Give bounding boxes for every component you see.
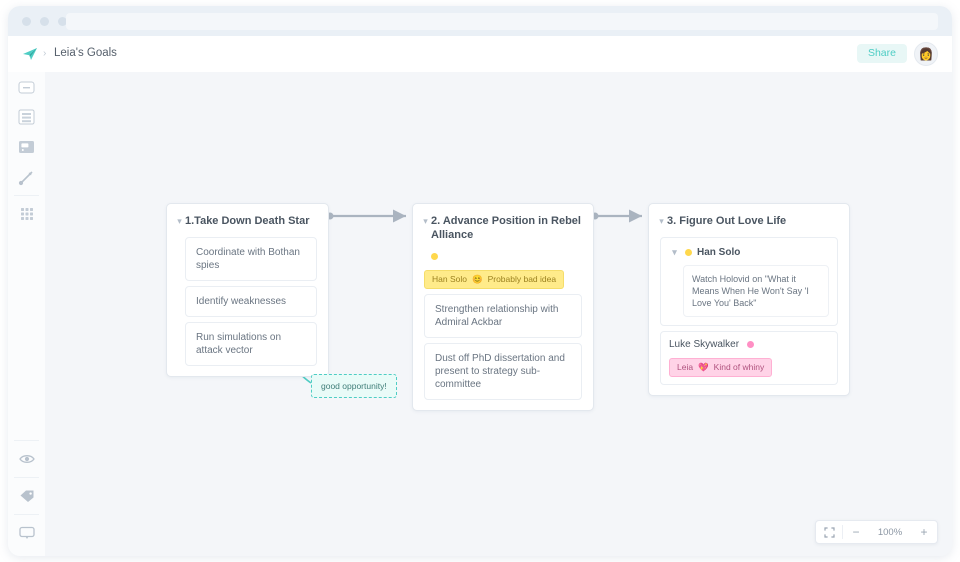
toolbar-divider <box>14 195 39 196</box>
card-header: ▾ 1.Take Down Death Star <box>167 204 328 232</box>
label-tool-icon[interactable] <box>8 72 45 102</box>
connector-tool-icon[interactable] <box>8 162 45 192</box>
card-title: 1.Take Down Death Star <box>185 215 310 227</box>
status-dot <box>685 248 692 256</box>
eye-icon[interactable] <box>8 444 45 474</box>
traffic-lights <box>22 17 67 26</box>
card-body: Han Solo 😊 Probably bad idea Strengthen … <box>413 269 593 410</box>
list-item[interactable]: Coordinate with Bothan spies <box>185 237 317 281</box>
app-window: › Leia's Goals Share 👩 <box>8 6 952 556</box>
zoom-controls: − 100% + <box>815 520 938 544</box>
card-body: Coordinate with Bothan spies Identify we… <box>167 237 328 376</box>
avatar[interactable]: 👩 <box>914 42 938 66</box>
annotation-note[interactable]: good opportunity! <box>311 374 397 398</box>
board-canvas[interactable]: ▾ 1.Take Down Death Star Coordinate with… <box>45 72 952 556</box>
comment-text: Probably bad idea <box>487 274 557 284</box>
person-name: Han Solo <box>697 246 741 258</box>
grid-tool-icon[interactable] <box>8 199 45 229</box>
group-header: ▾ Han Solo <box>669 245 829 259</box>
fit-to-screen-icon[interactable] <box>816 521 842 543</box>
person-group[interactable]: ▾ Han Solo Watch Holovid on "What it Mea… <box>660 237 838 326</box>
board-card[interactable]: ▾ 1.Take Down Death Star Coordinate with… <box>166 203 329 377</box>
zoom-in-button[interactable]: + <box>920 525 928 539</box>
minimize-window-button[interactable] <box>40 17 49 26</box>
person-name: Luke Skywalker <box>669 339 740 350</box>
board-card[interactable]: ▾ 3. Figure Out Love Life ▾ Han Solo Wat… <box>648 203 850 396</box>
chevron-down-icon[interactable]: ▾ <box>659 216 664 226</box>
card-body: ▾ Han Solo Watch Holovid on "What it Mea… <box>649 237 849 395</box>
list-item[interactable]: Watch Holovid on "What it Means When He … <box>683 265 829 317</box>
list-item[interactable]: Strengthen relationship with Admiral Ack… <box>424 293 582 338</box>
chevron-down-icon[interactable]: ▾ <box>177 216 182 226</box>
toolbar-divider-bottom-2 <box>14 477 39 478</box>
person-row: Luke Skywalker <box>669 339 829 350</box>
card-title: 2. Advance Position in Rebel Alliance <box>431 215 581 241</box>
emoji-icon: 😊 <box>471 273 483 284</box>
address-bar[interactable] <box>66 13 938 30</box>
comment-badge[interactable]: Leia 💖 Kind of whiny <box>669 357 773 377</box>
status-dot <box>431 253 438 260</box>
window-titlebar <box>8 6 952 36</box>
comment-author: Han Solo <box>432 274 467 284</box>
zoom-divider <box>842 525 843 539</box>
card-title: 3. Figure Out Love Life <box>667 215 787 227</box>
left-toolbar <box>8 72 46 556</box>
close-window-button[interactable] <box>22 17 31 26</box>
maximize-window-button[interactable] <box>58 17 67 26</box>
outline-tool-icon[interactable] <box>8 102 45 132</box>
zoom-level[interactable]: 100% <box>877 526 903 538</box>
toolbar-bottom-group <box>8 437 45 548</box>
toolbar-divider-bottom <box>14 440 39 441</box>
tag-icon[interactable] <box>8 481 45 511</box>
status-dot <box>747 341 755 348</box>
zoom-out-button[interactable]: − <box>852 525 860 539</box>
breadcrumb-separator: › <box>43 48 47 59</box>
page-title[interactable]: Leia's Goals <box>54 47 117 59</box>
comment-badge[interactable]: Han Solo 😊 Probably bad idea <box>424 269 565 289</box>
card-header: ▾ 2. Advance Position in Rebel Alliance <box>413 204 593 269</box>
comment-author: Leia <box>677 362 694 372</box>
toolbar-divider-bottom-3 <box>14 514 39 515</box>
list-item[interactable]: Dust off PhD dissertation and present to… <box>424 342 582 400</box>
app-header: › Leia's Goals Share 👩 <box>8 36 952 73</box>
card-title-block: 2. Advance Position in Rebel Alliance <box>431 214 582 265</box>
comment-text: Kind of whiny <box>713 362 765 372</box>
comment-icon[interactable] <box>8 518 45 548</box>
card-header: ▾ 3. Figure Out Love Life <box>649 204 849 232</box>
list-item[interactable]: Identify weaknesses <box>185 286 317 317</box>
card-tool-icon[interactable] <box>8 132 45 162</box>
list-item[interactable]: Run simulations on attack vector <box>185 322 317 366</box>
paper-plane-logo-icon[interactable] <box>21 45 39 63</box>
person-group-2[interactable]: Luke Skywalker Leia 💖 Kind of whiny <box>660 331 838 385</box>
board-card[interactable]: ▾ 2. Advance Position in Rebel Alliance … <box>412 203 594 411</box>
emoji-icon: 💖 <box>698 361 709 372</box>
chevron-down-icon[interactable]: ▾ <box>672 247 677 257</box>
share-button[interactable]: Share <box>856 44 907 63</box>
chevron-down-icon[interactable]: ▾ <box>423 216 428 226</box>
